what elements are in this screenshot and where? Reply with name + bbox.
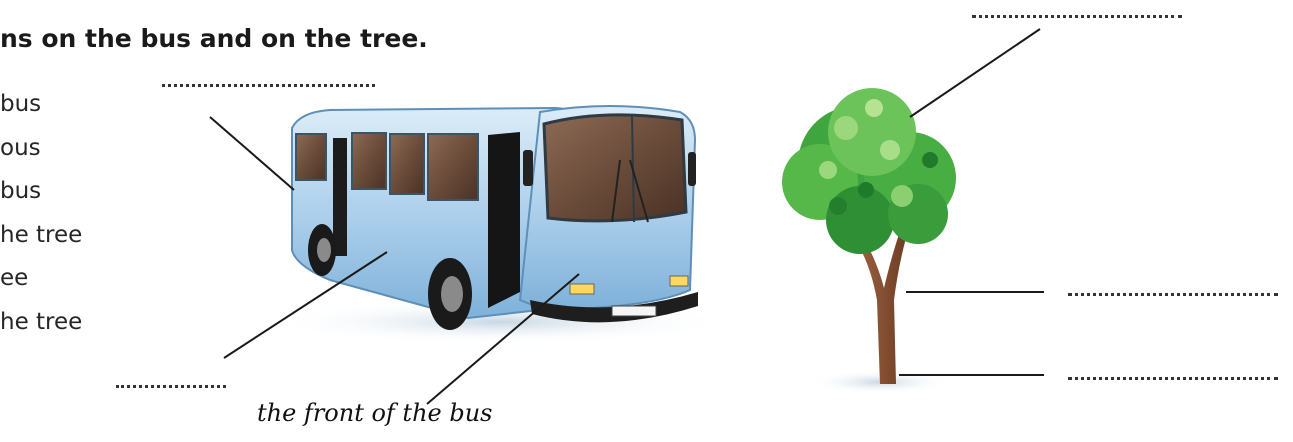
tree-illustration xyxy=(782,88,956,394)
bus-illustration xyxy=(270,106,730,344)
